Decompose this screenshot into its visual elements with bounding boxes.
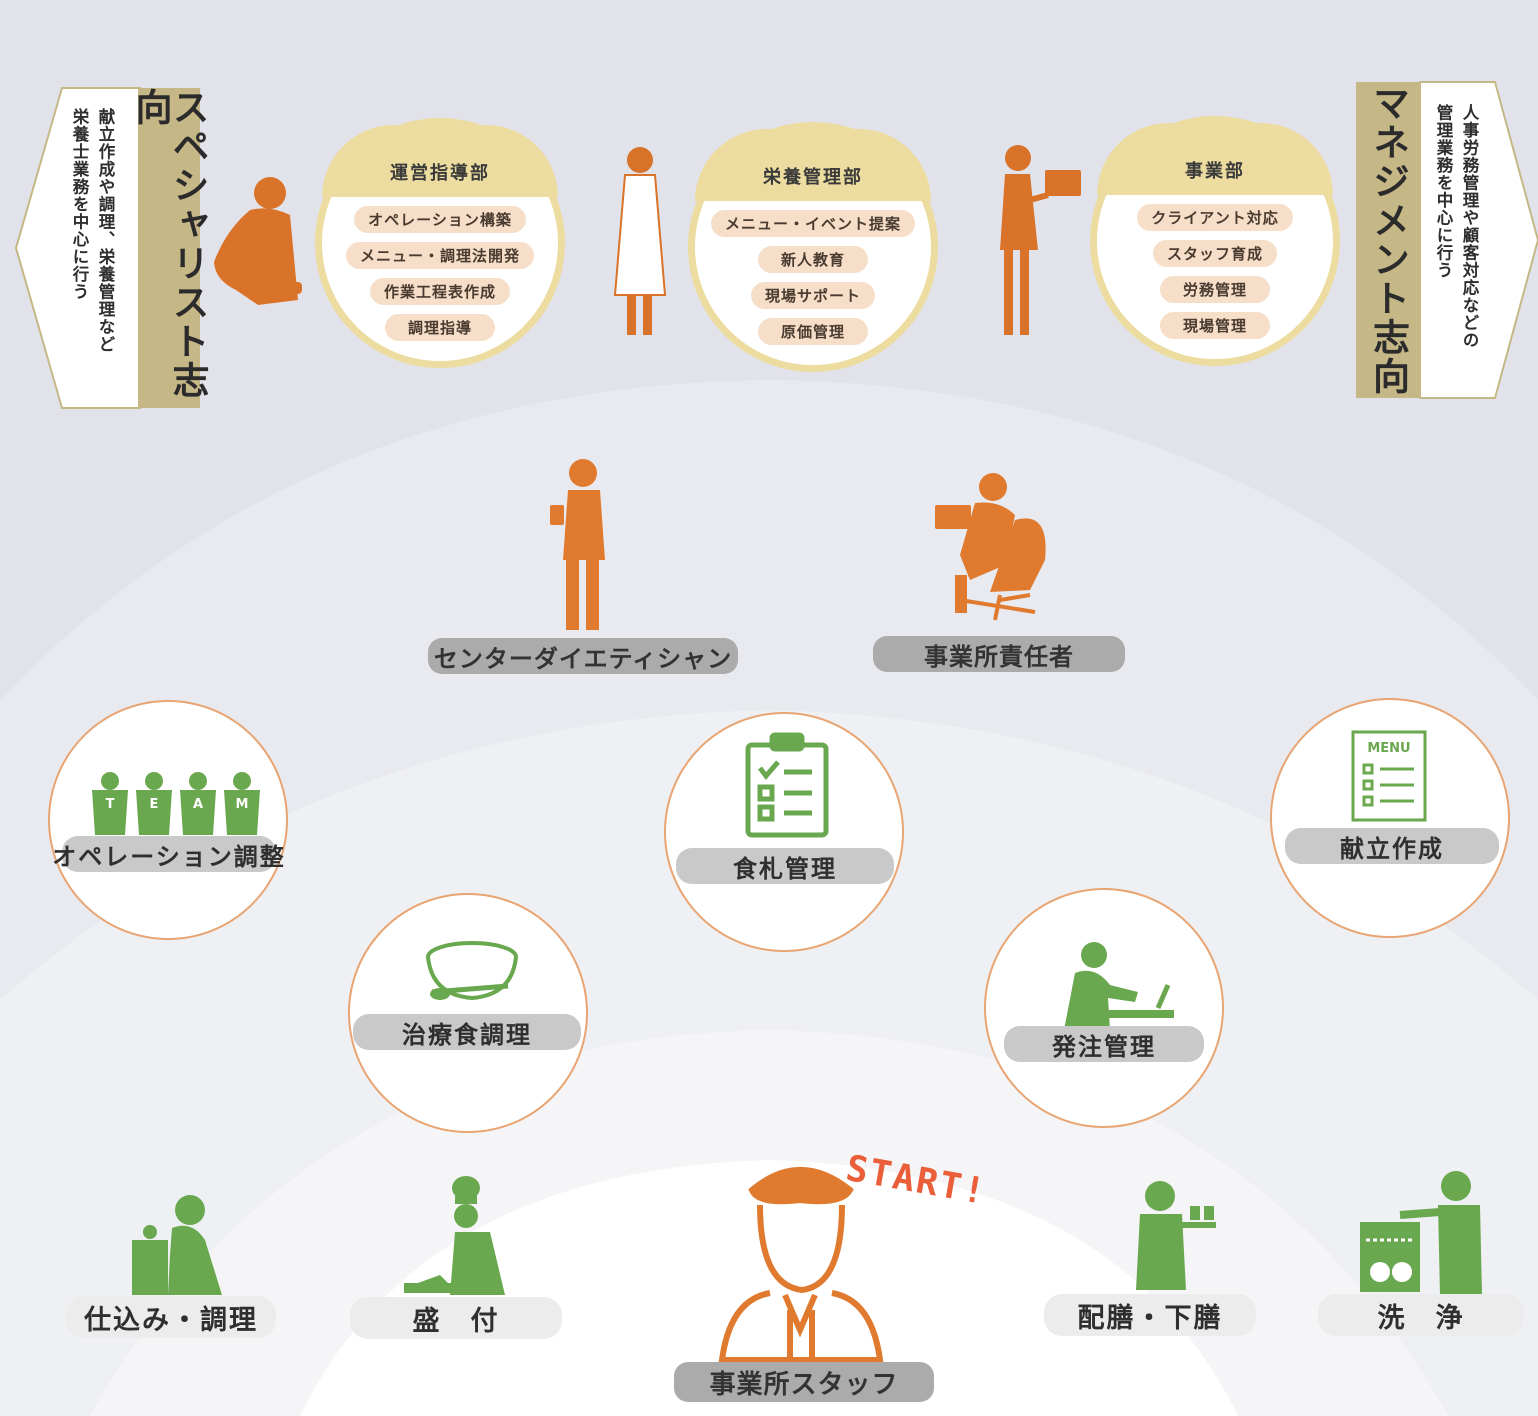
specialist-orientation-tag: スペシャリスト志向 bbox=[129, 88, 209, 408]
task-circle-menu bbox=[1270, 698, 1510, 938]
ordering-label: 発注管理 bbox=[1004, 1026, 1204, 1062]
site-staff-label: 事業所スタッフ bbox=[674, 1362, 934, 1402]
dept-item: 現場サポート bbox=[750, 282, 875, 309]
dept-title: 運営指導部 bbox=[322, 125, 558, 197]
management-orientation-tag: マネジメント志向 bbox=[1356, 82, 1420, 398]
dept-item: クライアント対応 bbox=[1137, 204, 1293, 231]
menu-planning-label: 献立作成 bbox=[1285, 828, 1499, 864]
dept-item: 現場管理 bbox=[1160, 312, 1270, 339]
therapeutic-cooking-label: 治療食調理 bbox=[353, 1014, 581, 1050]
dept-nutrition-management: 栄養管理部 メニュー・イベント提案 新人教育 現場サポート 原価管理 bbox=[688, 122, 938, 372]
management-note: 人事労務管理や顧客対応などの 管理業務を中心に行う bbox=[1430, 104, 1482, 389]
specialist-note-line-2: 栄養士業務を中心に行う bbox=[70, 108, 89, 301]
specialist-note: 献立作成や調理、栄養管理など 栄養士業務を中心に行う bbox=[66, 108, 118, 398]
management-title: マネジメント志向 bbox=[1366, 84, 1410, 396]
specialist-note-line-1: 献立作成や調理、栄養管理など bbox=[96, 108, 115, 353]
task-circle-ordering bbox=[984, 888, 1224, 1128]
prep-cooking-label: 仕込み・調理 bbox=[66, 1296, 276, 1338]
dept-item: スタッフ育成 bbox=[1152, 240, 1277, 267]
dept-item: 労務管理 bbox=[1160, 276, 1270, 303]
serving-label: 配膳・下膳 bbox=[1044, 1294, 1256, 1336]
dept-operations-guidance: 運営指導部 オペレーション構築 メニュー・調理法開発 作業工程表作成 調理指導 bbox=[315, 118, 565, 368]
task-circle-therapeutic bbox=[348, 893, 588, 1133]
center-dietitian-label: センターダイエティシャン bbox=[428, 638, 738, 674]
task-circle-meal-ticket bbox=[664, 712, 904, 952]
dept-item: 新人教育 bbox=[758, 246, 868, 273]
dept-item: オペレーション構築 bbox=[354, 206, 526, 233]
dept-business: 事業部 クライアント対応 スタッフ育成 労務管理 現場管理 bbox=[1090, 116, 1340, 366]
dept-item: メニュー・イベント提案 bbox=[710, 210, 915, 237]
dept-title: 事業部 bbox=[1097, 123, 1333, 195]
management-note-line-1: 人事労務管理や顧客対応などの bbox=[1460, 104, 1479, 349]
management-note-line-2: 管理業務を中心に行う bbox=[1434, 104, 1453, 279]
specialist-title: スペシャリスト志向 bbox=[129, 88, 209, 400]
site-manager-label: 事業所責任者 bbox=[873, 636, 1125, 672]
meal-ticket-label: 食札管理 bbox=[676, 848, 894, 884]
task-circle-operation bbox=[48, 700, 288, 940]
dept-item: 作業工程表作成 bbox=[369, 278, 510, 305]
dept-title: 栄養管理部 bbox=[695, 129, 931, 201]
dept-item: 調理指導 bbox=[385, 314, 495, 341]
dept-item: 原価管理 bbox=[758, 318, 868, 345]
dept-item: メニュー・調理法開発 bbox=[345, 242, 534, 269]
washing-label: 洗 浄 bbox=[1318, 1294, 1524, 1336]
plating-label: 盛 付 bbox=[350, 1297, 562, 1339]
operation-adjust-label: オペレーション調整 bbox=[52, 836, 284, 872]
